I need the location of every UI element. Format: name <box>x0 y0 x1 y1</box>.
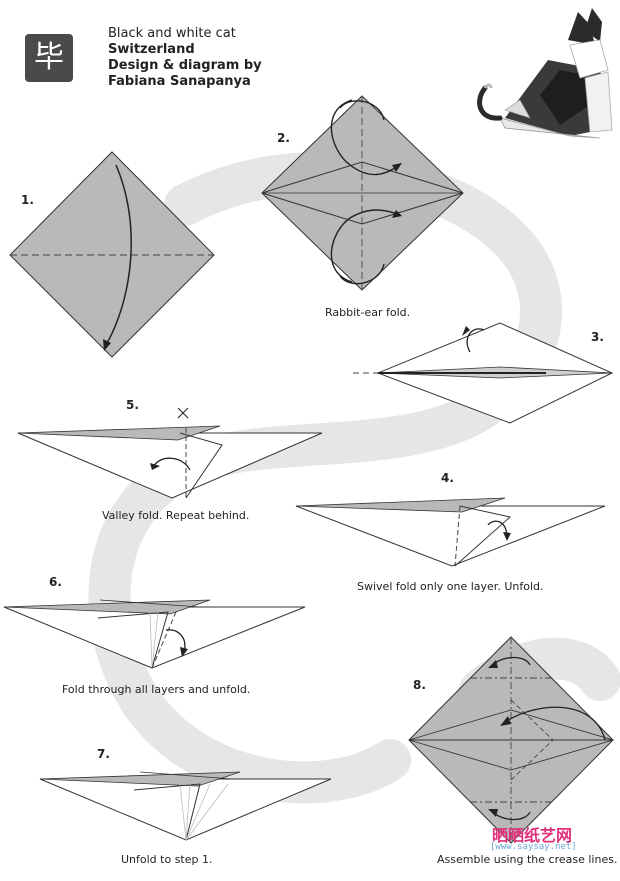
step-3-number: 3. <box>591 330 604 344</box>
step-6-caption: Fold through all layers and unfold. <box>62 683 251 696</box>
watermark-text: 晒晒纸艺网 <box>492 826 573 845</box>
fold-arrow-top <box>330 99 399 176</box>
fold-arrow <box>153 457 191 471</box>
designer-name: Fabiana Sanapanya <box>108 74 251 89</box>
step-1-number: 1. <box>21 193 34 207</box>
step-1-diagram <box>9 151 215 358</box>
step-8-caption: Assemble using the crease lines. <box>437 853 618 866</box>
step-7-caption: Unfold to step 1. <box>121 853 213 866</box>
designer-logo: 毕 <box>25 34 73 82</box>
step-4-caption: Swivel fold only one layer. Unfold. <box>357 580 544 593</box>
watermark-url: [www.saysay.net] <box>490 842 577 852</box>
model-country: Switzerland <box>108 42 195 57</box>
fold-arrow <box>487 520 508 537</box>
fold-arrow <box>105 164 132 346</box>
step-4-diagram <box>295 497 606 567</box>
step-8-number: 8. <box>413 678 426 692</box>
fold-arrow <box>466 328 485 353</box>
step-8-diagram <box>408 636 615 844</box>
step-2-number: 2. <box>277 131 290 145</box>
fold-arrow-bottom <box>330 209 399 283</box>
step-7-diagram <box>39 771 332 841</box>
step-6-number: 6. <box>49 575 62 589</box>
credit-line: Design & diagram by <box>108 58 262 73</box>
model-title: Black and white cat <box>108 26 236 41</box>
step-4-number: 4. <box>441 471 454 485</box>
cat-model-image <box>477 8 613 139</box>
step-3-diagram <box>353 322 614 424</box>
step-2-diagram <box>261 95 464 291</box>
step-2-caption: Rabbit-ear fold. <box>325 306 411 319</box>
step-6-diagram <box>3 599 306 669</box>
step-5-caption: Valley fold. Repeat behind. <box>102 509 250 522</box>
arrow-head <box>103 339 111 351</box>
step-5-number: 5. <box>126 398 139 412</box>
step-5-diagram <box>17 407 323 499</box>
step-7-number: 7. <box>97 747 110 761</box>
fold-arrow-mid <box>504 706 606 741</box>
